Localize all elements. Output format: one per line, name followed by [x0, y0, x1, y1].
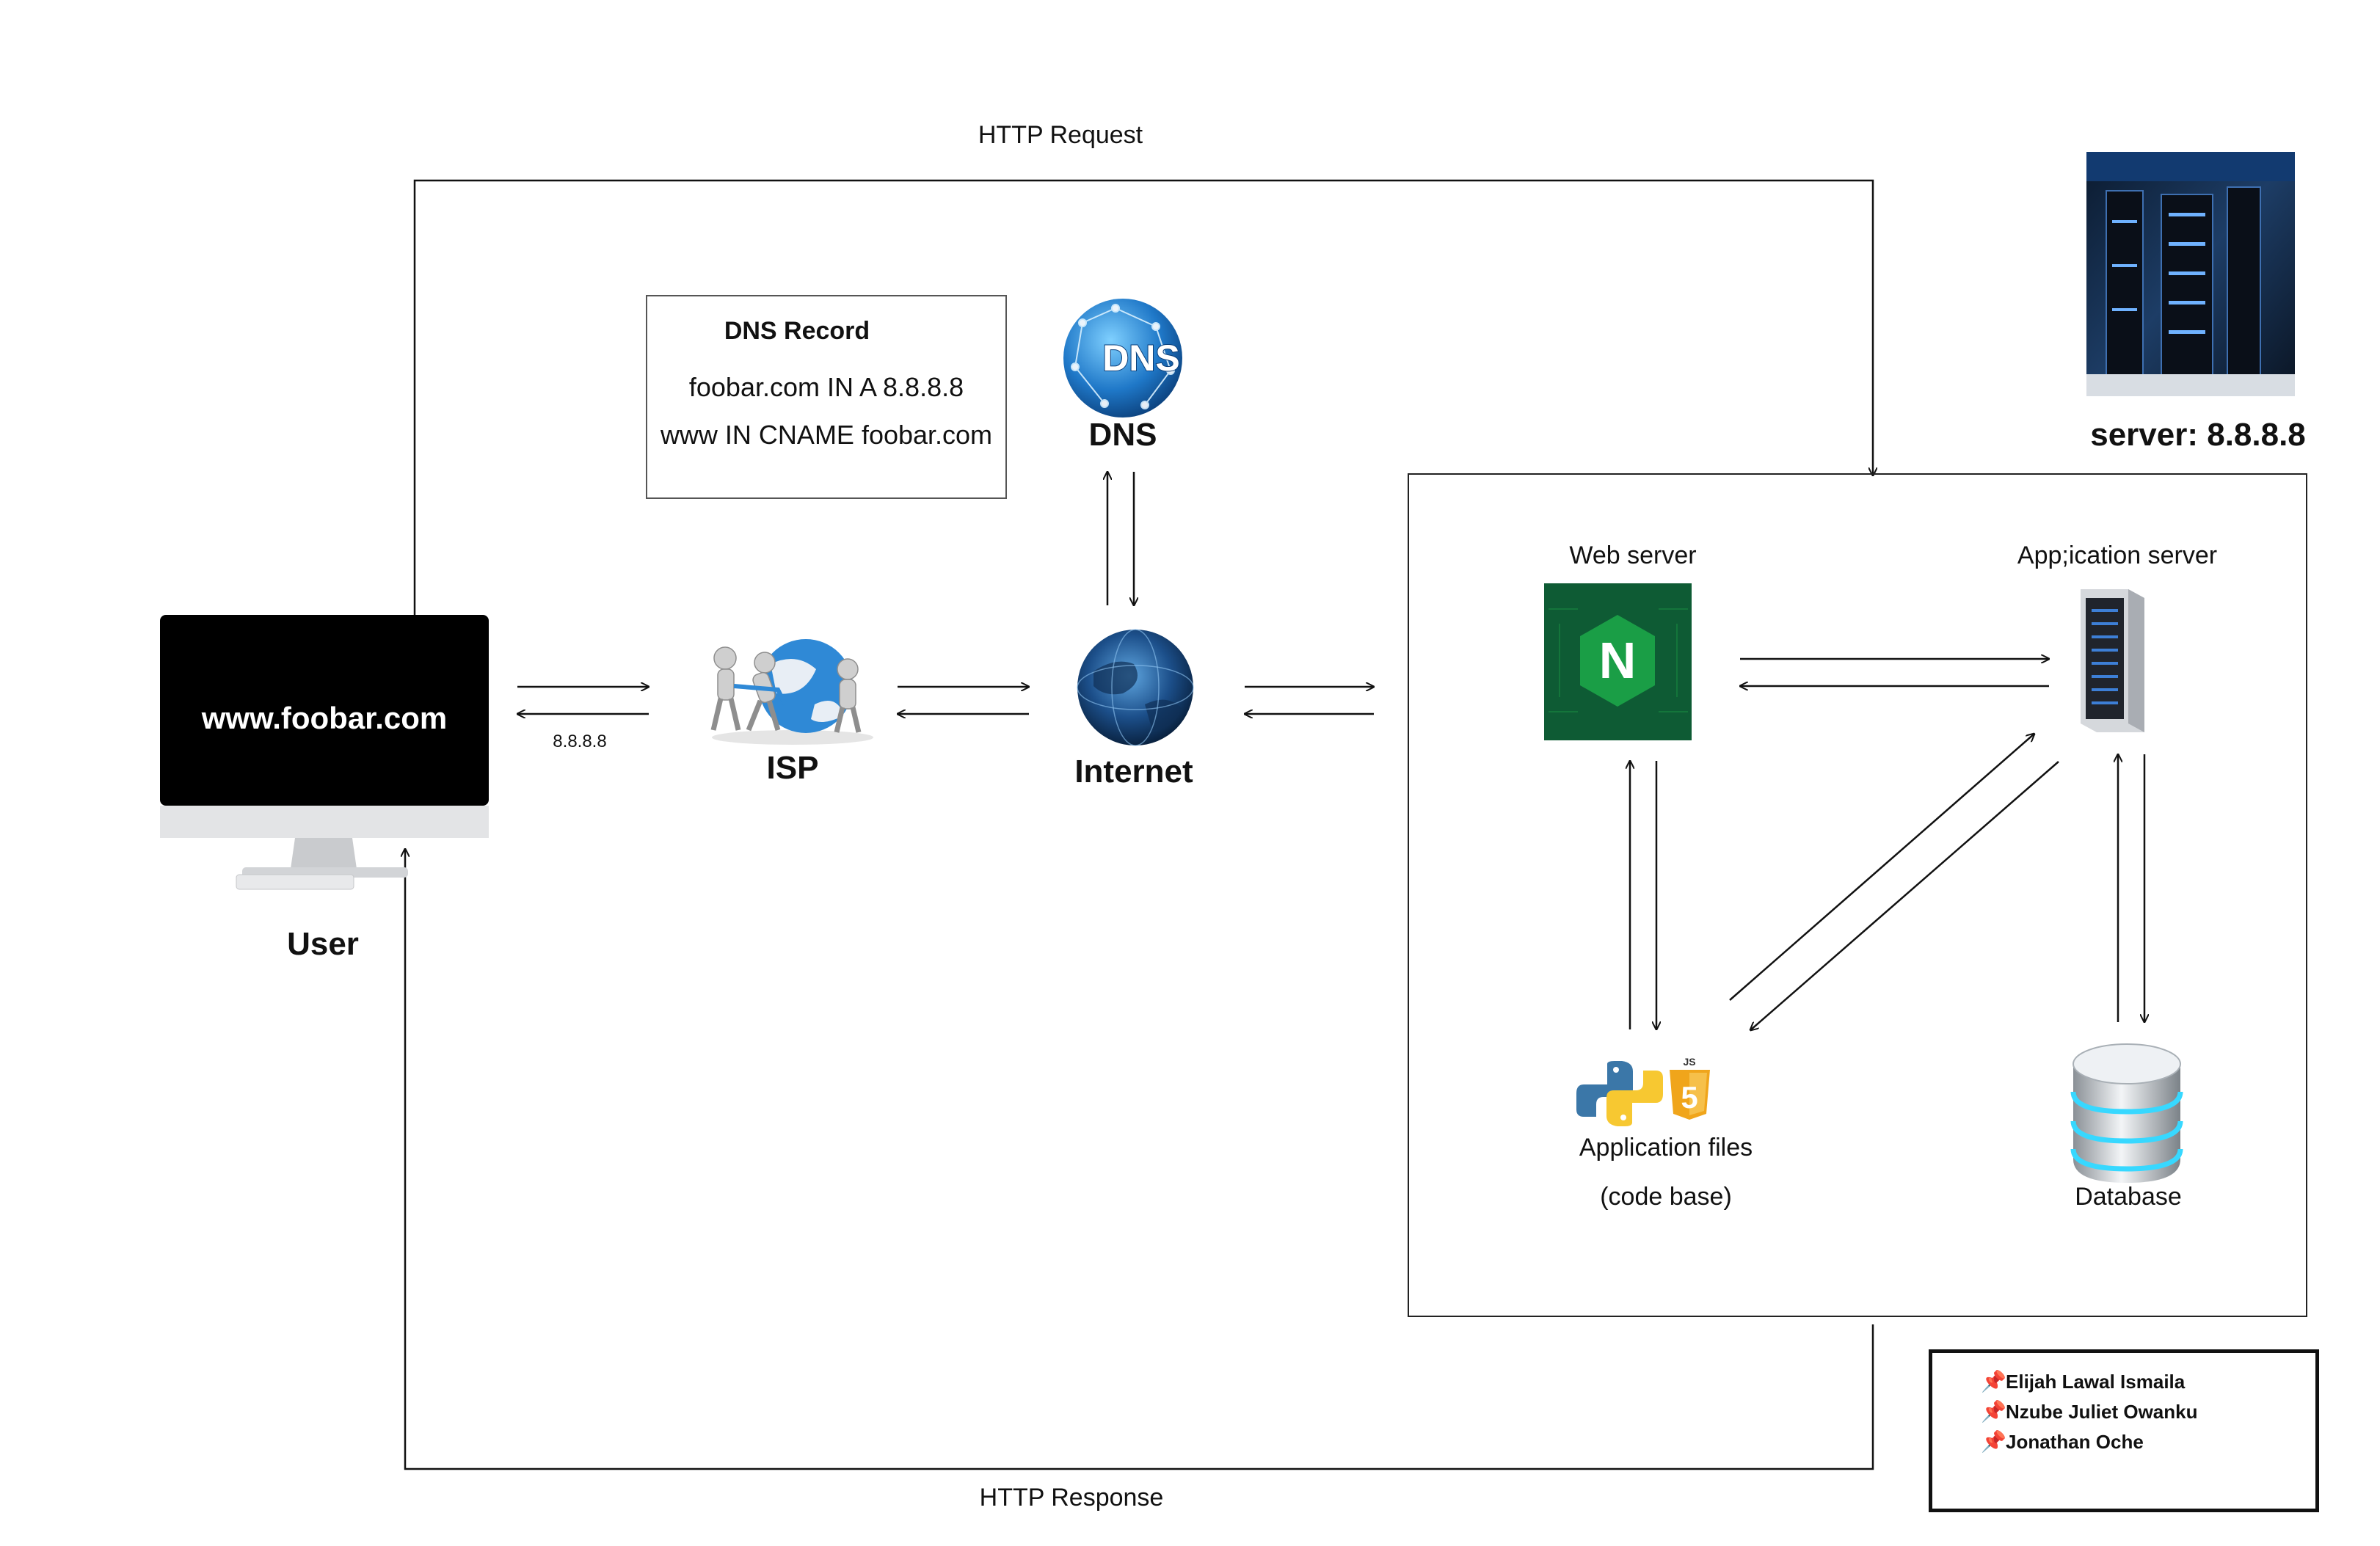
dns-globe-icon: DNS: [1063, 299, 1182, 418]
nginx-letter: N: [1599, 632, 1637, 689]
web-server-label: Web server: [1569, 542, 1697, 569]
html5-icon: JS 5: [1670, 1056, 1710, 1120]
pushpin-icon: 📌: [1981, 1370, 2006, 1393]
monitor-url: www.foobar.com: [201, 701, 448, 735]
author-row: 📌Elijah Lawal Ismaila: [1981, 1369, 2185, 1393]
app-files-label: Application files: [1579, 1134, 1753, 1162]
pushpin-icon: 📌: [1981, 1430, 2006, 1453]
isp-internet-arrows: [898, 687, 1029, 714]
http-request-label: HTTP Request: [978, 121, 1143, 149]
http-response-label: HTTP Response: [979, 1484, 1164, 1512]
python-icon: [1576, 1061, 1663, 1126]
ip-label: 8.8.8.8: [553, 732, 607, 751]
dns-record-cname: www IN CNAME foobar.com: [660, 420, 993, 450]
author-row: 📌Nzube Juliet Owanku: [1981, 1399, 2198, 1423]
app-server-files-arrows: [1729, 734, 2059, 1030]
author-name: Nzube Juliet Owanku: [2006, 1401, 2198, 1423]
code-base-label: (code base): [1600, 1183, 1732, 1211]
author-name: Jonathan Oche: [2006, 1431, 2144, 1453]
nginx-icon: N: [1544, 583, 1692, 740]
dns-globe-text: DNS: [1102, 338, 1180, 379]
internet-server-arrows: [1245, 687, 1374, 714]
isp-label: ISP: [766, 750, 819, 786]
internet-dns-arrows: [1107, 472, 1134, 605]
web-server-files-arrows: [1630, 761, 1656, 1029]
http-request-path: [413, 179, 1873, 615]
authors-box: 📌Elijah Lawal Ismaila 📌Nzube Juliet Owan…: [1929, 1349, 2319, 1512]
isp-people-globe-icon: [710, 639, 873, 745]
dns-record-a: foobar.com IN A 8.8.8.8: [688, 372, 964, 402]
author-row: 📌Jonathan Oche: [1981, 1429, 2144, 1454]
server-ip-label: server: 8.8.8.8: [2090, 417, 2306, 453]
database-icon: [2070, 1043, 2183, 1183]
server-boundary: [1408, 473, 2307, 1317]
web-app-server-arrows: [1740, 659, 2049, 686]
dns-record-title: DNS Record: [724, 317, 870, 345]
app-server-database-arrows: [2118, 754, 2144, 1022]
dns-record-box: DNS Record foobar.com IN A 8.8.8.8 www I…: [646, 295, 1007, 499]
desktop-monitor-icon: [160, 615, 489, 890]
server-rack-photo-icon: [2086, 152, 2295, 396]
author-name: Elijah Lawal Ismaila: [2006, 1371, 2186, 1393]
pushpin-icon: 📌: [1981, 1400, 2006, 1423]
user-isp-arrows: [517, 687, 649, 714]
internet-label: Internet: [1074, 754, 1193, 790]
dns-label: DNS: [1088, 417, 1157, 453]
internet-globe-icon: [1077, 629, 1194, 746]
html5-digit: 5: [1681, 1080, 1697, 1115]
http-response-path: [405, 849, 1874, 1470]
user-label: User: [287, 926, 359, 962]
database-label: Database: [2075, 1183, 2182, 1211]
js-badge: JS: [1683, 1056, 1695, 1068]
server-tower-icon: [2081, 589, 2144, 732]
app-server-label: App;ication server: [2017, 542, 2218, 569]
